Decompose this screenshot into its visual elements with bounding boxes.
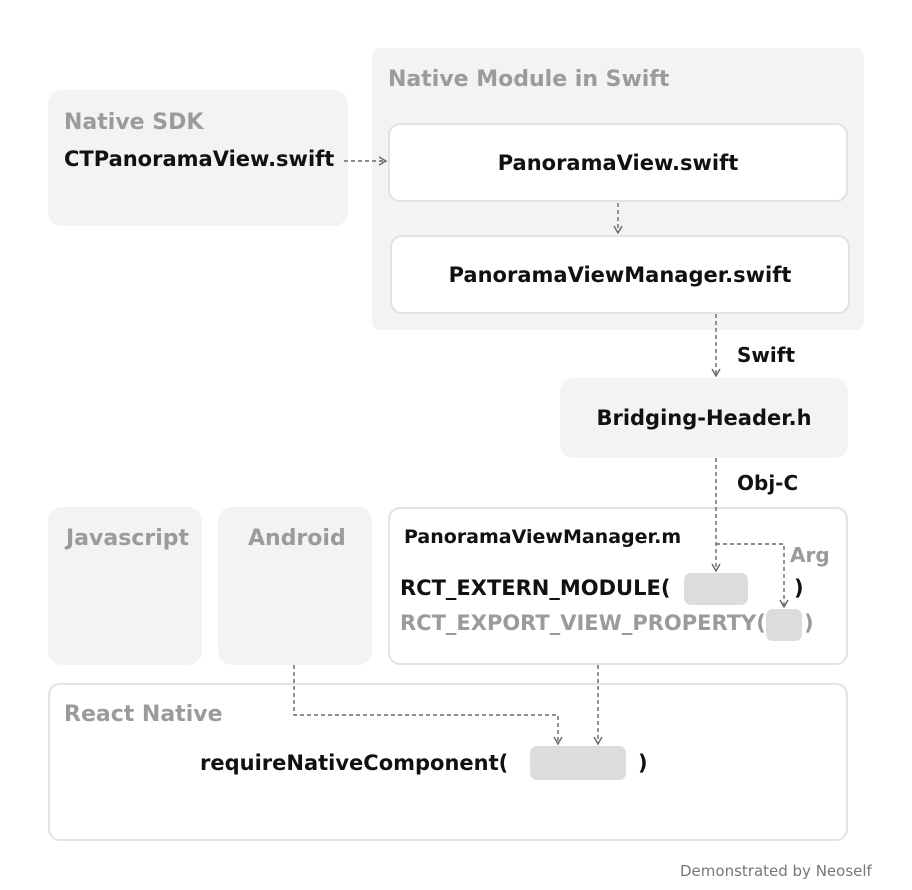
require-native-component-slot [530,746,626,780]
require-native-component-close-paren: ) [638,751,648,775]
android-title: Android [248,526,346,551]
export-property-slot [766,609,802,641]
extern-module-close-paren: ) [794,576,804,600]
credit-text: Demonstrated by Neoself [680,862,872,880]
bridging-header-box: Bridging-Header.h [560,378,848,458]
objc-label: Obj-C [737,471,799,495]
swift-label: Swift [737,343,795,367]
javascript-panel [48,507,202,665]
react-native-title: React Native [64,702,223,727]
android-panel [218,507,372,665]
export-property-close-paren: ) [804,611,814,635]
rct-extern-module: RCT_EXTERN_MODULE( [400,576,671,600]
native-sdk-panel [48,90,348,226]
panorama-view-manager-card: PanoramaViewManager.swift [390,235,850,314]
native-module-title: Native Module in Swift [388,67,670,92]
javascript-title: Javascript [66,526,190,551]
extern-module-slot [684,573,748,605]
panorama-view-manager-m-title: PanoramaViewManager.m [404,526,682,548]
rct-export-view-property: RCT_EXPORT_VIEW_PROPERTY( [400,611,766,635]
native-sdk-title: Native SDK [64,110,204,135]
panorama-view-card: PanoramaView.swift [388,123,848,202]
arg-label: Arg [790,543,830,567]
native-sdk-file: CTPanoramaView.swift [64,147,335,171]
require-native-component: requireNativeComponent( [200,751,509,775]
